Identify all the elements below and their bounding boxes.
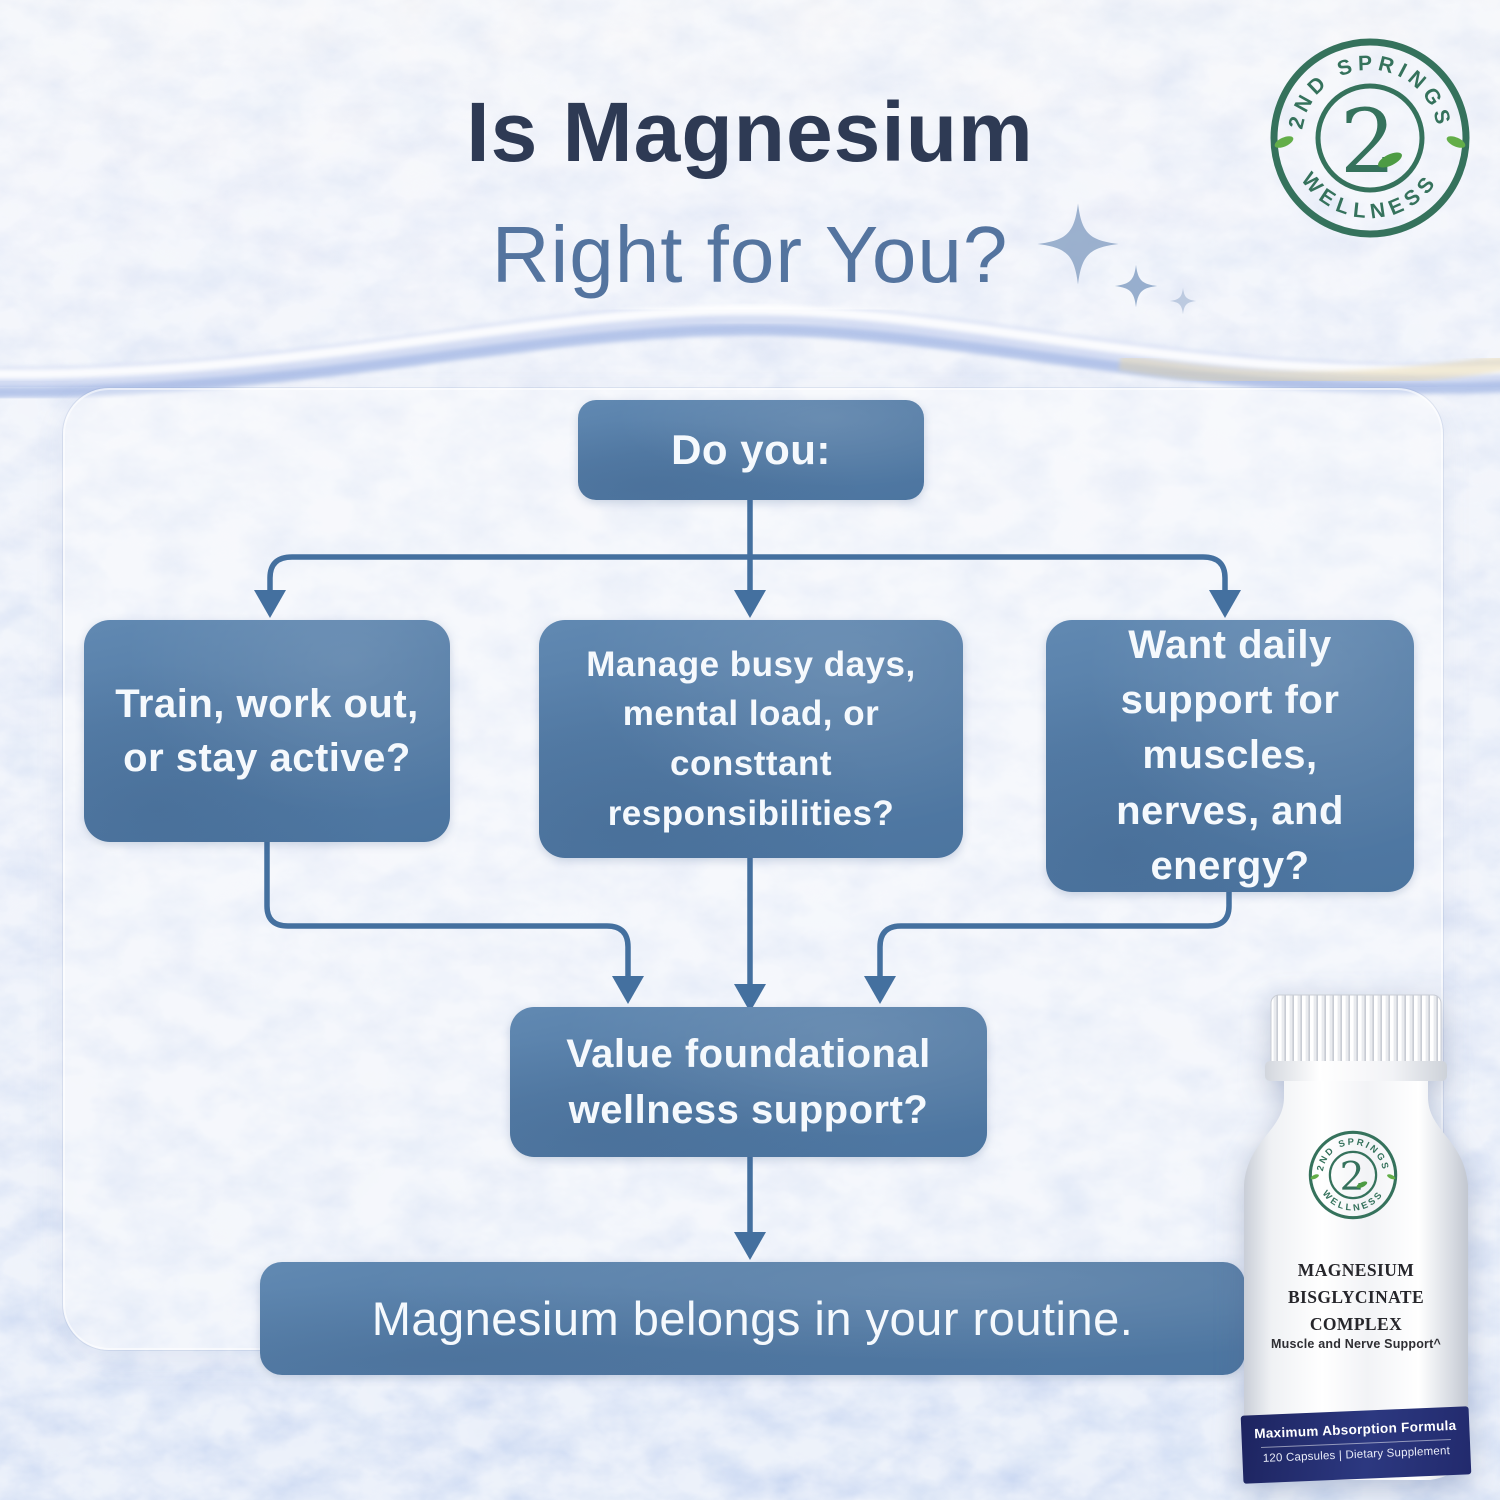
flowchart-merge-node: Value foundational wellness support? — [510, 1007, 987, 1157]
flowchart-branch-node-busy: Manage busy days, mental load, or constt… — [539, 620, 963, 858]
product-bottle: 2ND SPRINGS WELLNESS 2 MAGNESIUM BISGLYC… — [1238, 993, 1474, 1495]
leaf-icon — [1446, 136, 1466, 148]
band-capsule-count: 120 Capsules | Dietary Supplement — [1262, 1445, 1451, 1465]
headline-line-1: Is Magnesium — [466, 85, 1034, 179]
flowchart-conclusion-banner: Magnesium belongs in your routine. — [260, 1262, 1245, 1375]
flowchart-branch-node-support: Want daily support for muscles, nerves, … — [1046, 620, 1414, 892]
headline-line-2: Right for You? — [491, 210, 1009, 299]
flowchart-root-node: Do you: — [578, 400, 924, 500]
label-monogram: 2 — [1340, 1155, 1365, 1200]
flowchart-branch-node-active: Train, work out, or stay active? — [84, 620, 450, 842]
leaf-icon — [1274, 136, 1294, 148]
bottle-cap — [1270, 994, 1442, 1072]
badge-monogram: 2 — [1340, 90, 1396, 193]
band-formula-text: Maximum Absorption Formula — [1253, 1417, 1457, 1442]
brand-logo-badge: 2ND SPRINGS WELLNESS 2 — [1270, 38, 1470, 238]
headline: Is Magnesium Right for You? — [0, 84, 1500, 301]
bottle-cap-collar — [1265, 1061, 1447, 1081]
product-navy-band: Maximum Absorption Formula 120 Capsules … — [1240, 1406, 1472, 1484]
product-name: MAGNESIUM BISGLYCINATE COMPLEX — [1287, 1260, 1425, 1335]
leaf-icon — [1378, 152, 1402, 168]
badge-inner-ring — [1315, 83, 1425, 193]
product-tagline: Muscle and Nerve Support^ — [1271, 1337, 1441, 1351]
badge-outer-ring — [1270, 38, 1470, 238]
label-logo-badge: 2ND SPRINGS WELLNESS 2 — [1308, 1130, 1398, 1220]
